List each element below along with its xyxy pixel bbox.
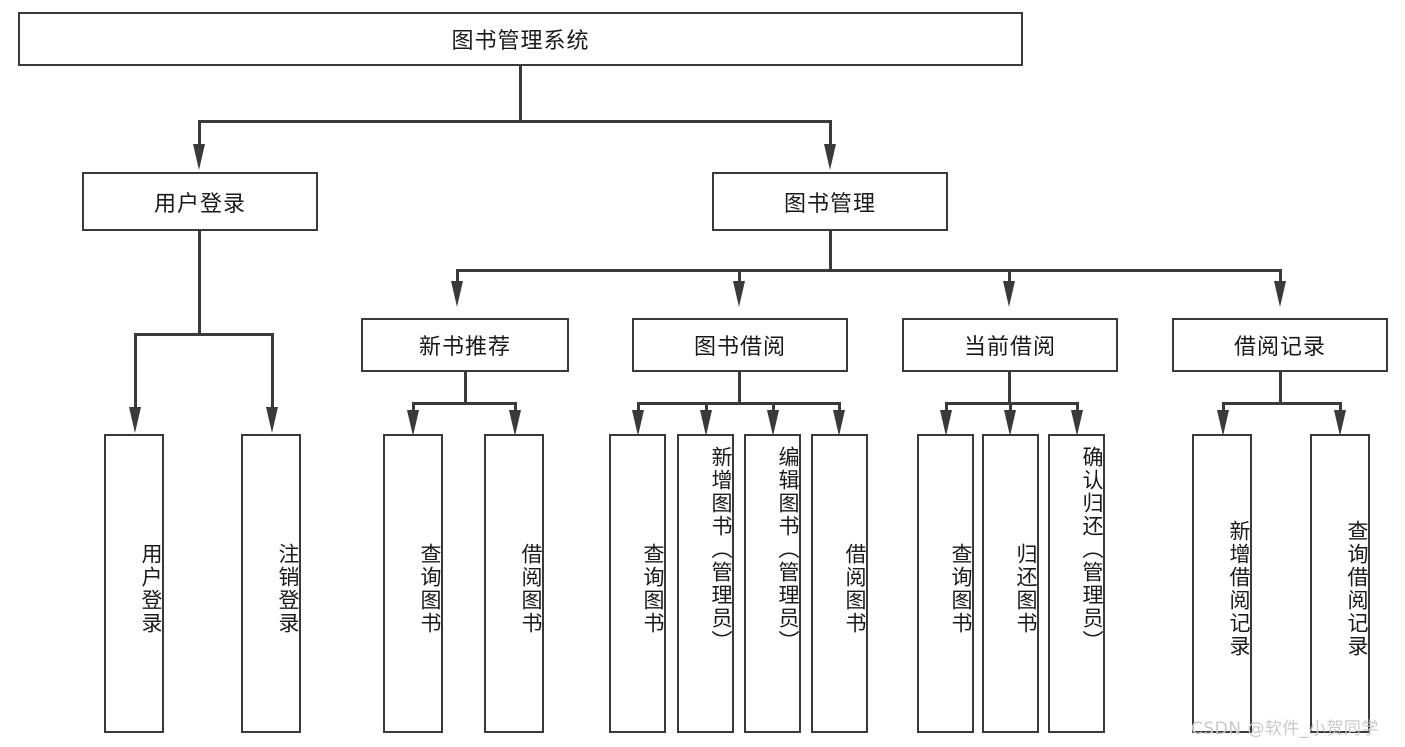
connector-cb-child-3 [1076,402,1079,412]
leaf-cb-confirm-return-admin[interactable]: 确认归还（管理员） [1048,434,1105,733]
arrow-cb-child-2 [1004,410,1016,436]
node-label: 图书管理系统 [451,29,590,54]
node-new-book-recommend[interactable]: 新书推荐 [361,318,569,372]
connector-root-to-book-management [829,120,832,146]
arrow-br-child-1 [1217,410,1229,436]
connector-cb-bar [945,402,1079,405]
connector-bb-bar [637,402,841,405]
node-root-book-management-system[interactable]: 图书管理系统 [18,12,1023,66]
arrow-bm-child-1 [451,281,463,307]
leaf-br-add-record[interactable]: 新增借阅记录 [1192,434,1252,733]
arrow-cb-child-1 [940,410,952,436]
node-label: 图书借阅 [693,335,786,360]
node-borrow-record[interactable]: 借阅记录 [1172,318,1388,372]
arrow-bb-child-4 [833,410,845,436]
connector-book-management-stem [829,231,832,272]
arrow-root-to-book-management [824,144,836,170]
arrow-cb-child-3 [1071,410,1083,436]
connector-bb-child-2 [705,402,708,412]
connector-bm-child-4 [1279,269,1282,283]
node-label: 查询借阅记录 [1345,519,1369,658]
connector-cb-stem [1008,372,1011,405]
connector-root-to-user-login [198,120,201,146]
node-label: 当前借阅 [963,335,1056,360]
connector-user-login-child-2 [271,333,274,409]
node-label: 注销登录 [276,542,300,635]
node-label: 新增借阅记录 [1227,519,1251,658]
arrow-bm-child-2 [733,281,745,307]
node-label: 借阅图书 [843,542,867,635]
connector-root-stem [519,66,522,120]
leaf-nbr-query-book[interactable]: 查询图书 [383,434,443,733]
node-user-login[interactable]: 用户登录 [82,172,318,231]
connector-bb-stem [738,372,741,405]
node-label: 借阅记录 [1233,335,1326,360]
connector-user-login-child-1 [134,333,137,409]
connector-br-bar [1222,402,1342,405]
node-label: 归还图书 [1014,542,1038,635]
connector-book-management-bar [456,269,1282,272]
connector-nbr-stem [464,372,467,405]
leaf-bb-edit-book-admin[interactable]: 编辑图书（管理员） [744,434,801,733]
leaf-cb-return-book[interactable]: 归还图书 [982,434,1039,733]
connector-bb-child-1 [637,402,640,412]
node-current-borrow[interactable]: 当前借阅 [902,318,1118,372]
connector-nbr-child-2 [514,402,517,412]
connector-bm-child-1 [456,269,459,283]
node-label: 新增图书（管理员） [709,446,733,653]
node-book-management[interactable]: 图书管理 [712,172,948,231]
connector-br-child-2 [1339,402,1342,412]
leaf-bb-query-book[interactable]: 查询图书 [609,434,666,733]
connector-cb-child-2 [1009,402,1012,412]
arrow-nbr-child-2 [509,410,521,436]
connector-bb-child-3 [772,402,775,412]
connector-nbr-bar [412,402,517,405]
connector-br-stem [1279,372,1282,405]
connector-nbr-child-1 [412,402,415,412]
node-label: 图书管理 [783,191,876,217]
leaf-br-query-record[interactable]: 查询借阅记录 [1310,434,1370,733]
leaf-nbr-borrow-book[interactable]: 借阅图书 [484,434,544,733]
watermark-text: CSDN @软件_小贺同学 [1191,719,1379,739]
connector-cb-child-1 [945,402,948,412]
node-label: 用户登录 [153,191,246,217]
node-label: 用户登录 [139,542,163,635]
leaf-user-login-logout[interactable]: 注销登录 [241,434,301,733]
arrow-bb-child-3 [767,410,779,436]
leaf-cb-query-book[interactable]: 查询图书 [917,434,974,733]
arrow-user-login-child-2 [266,407,278,433]
connector-user-login-bar [134,333,274,336]
node-label: 借阅图书 [519,542,543,635]
node-label: 查询图书 [641,542,665,635]
arrow-bm-child-4 [1274,281,1286,307]
leaf-bb-borrow-book[interactable]: 借阅图书 [811,434,868,733]
leaf-user-login-login[interactable]: 用户登录 [104,434,164,733]
node-label: 查询图书 [418,542,442,635]
arrow-user-login-child-1 [129,407,141,433]
node-label: 编辑图书（管理员） [776,446,800,653]
node-label: 确认归还（管理员） [1080,446,1104,653]
arrow-bb-child-1 [632,410,644,436]
connector-bb-child-4 [838,402,841,412]
connector-bm-child-3 [1008,269,1011,283]
connector-root-bar [198,120,832,123]
arrow-bb-child-2 [700,410,712,436]
connector-user-login-stem [198,231,201,336]
node-book-borrow[interactable]: 图书借阅 [632,318,848,372]
arrow-nbr-child-1 [407,410,419,436]
arrow-bm-child-3 [1003,281,1015,307]
node-label: 查询图书 [949,542,973,635]
arrow-root-to-user-login [193,144,205,170]
connector-br-child-1 [1222,402,1225,412]
arrow-br-child-2 [1334,410,1346,436]
node-label: 新书推荐 [418,335,511,360]
connector-bm-child-2 [738,269,741,283]
leaf-bb-add-book-admin[interactable]: 新增图书（管理员） [677,434,734,733]
